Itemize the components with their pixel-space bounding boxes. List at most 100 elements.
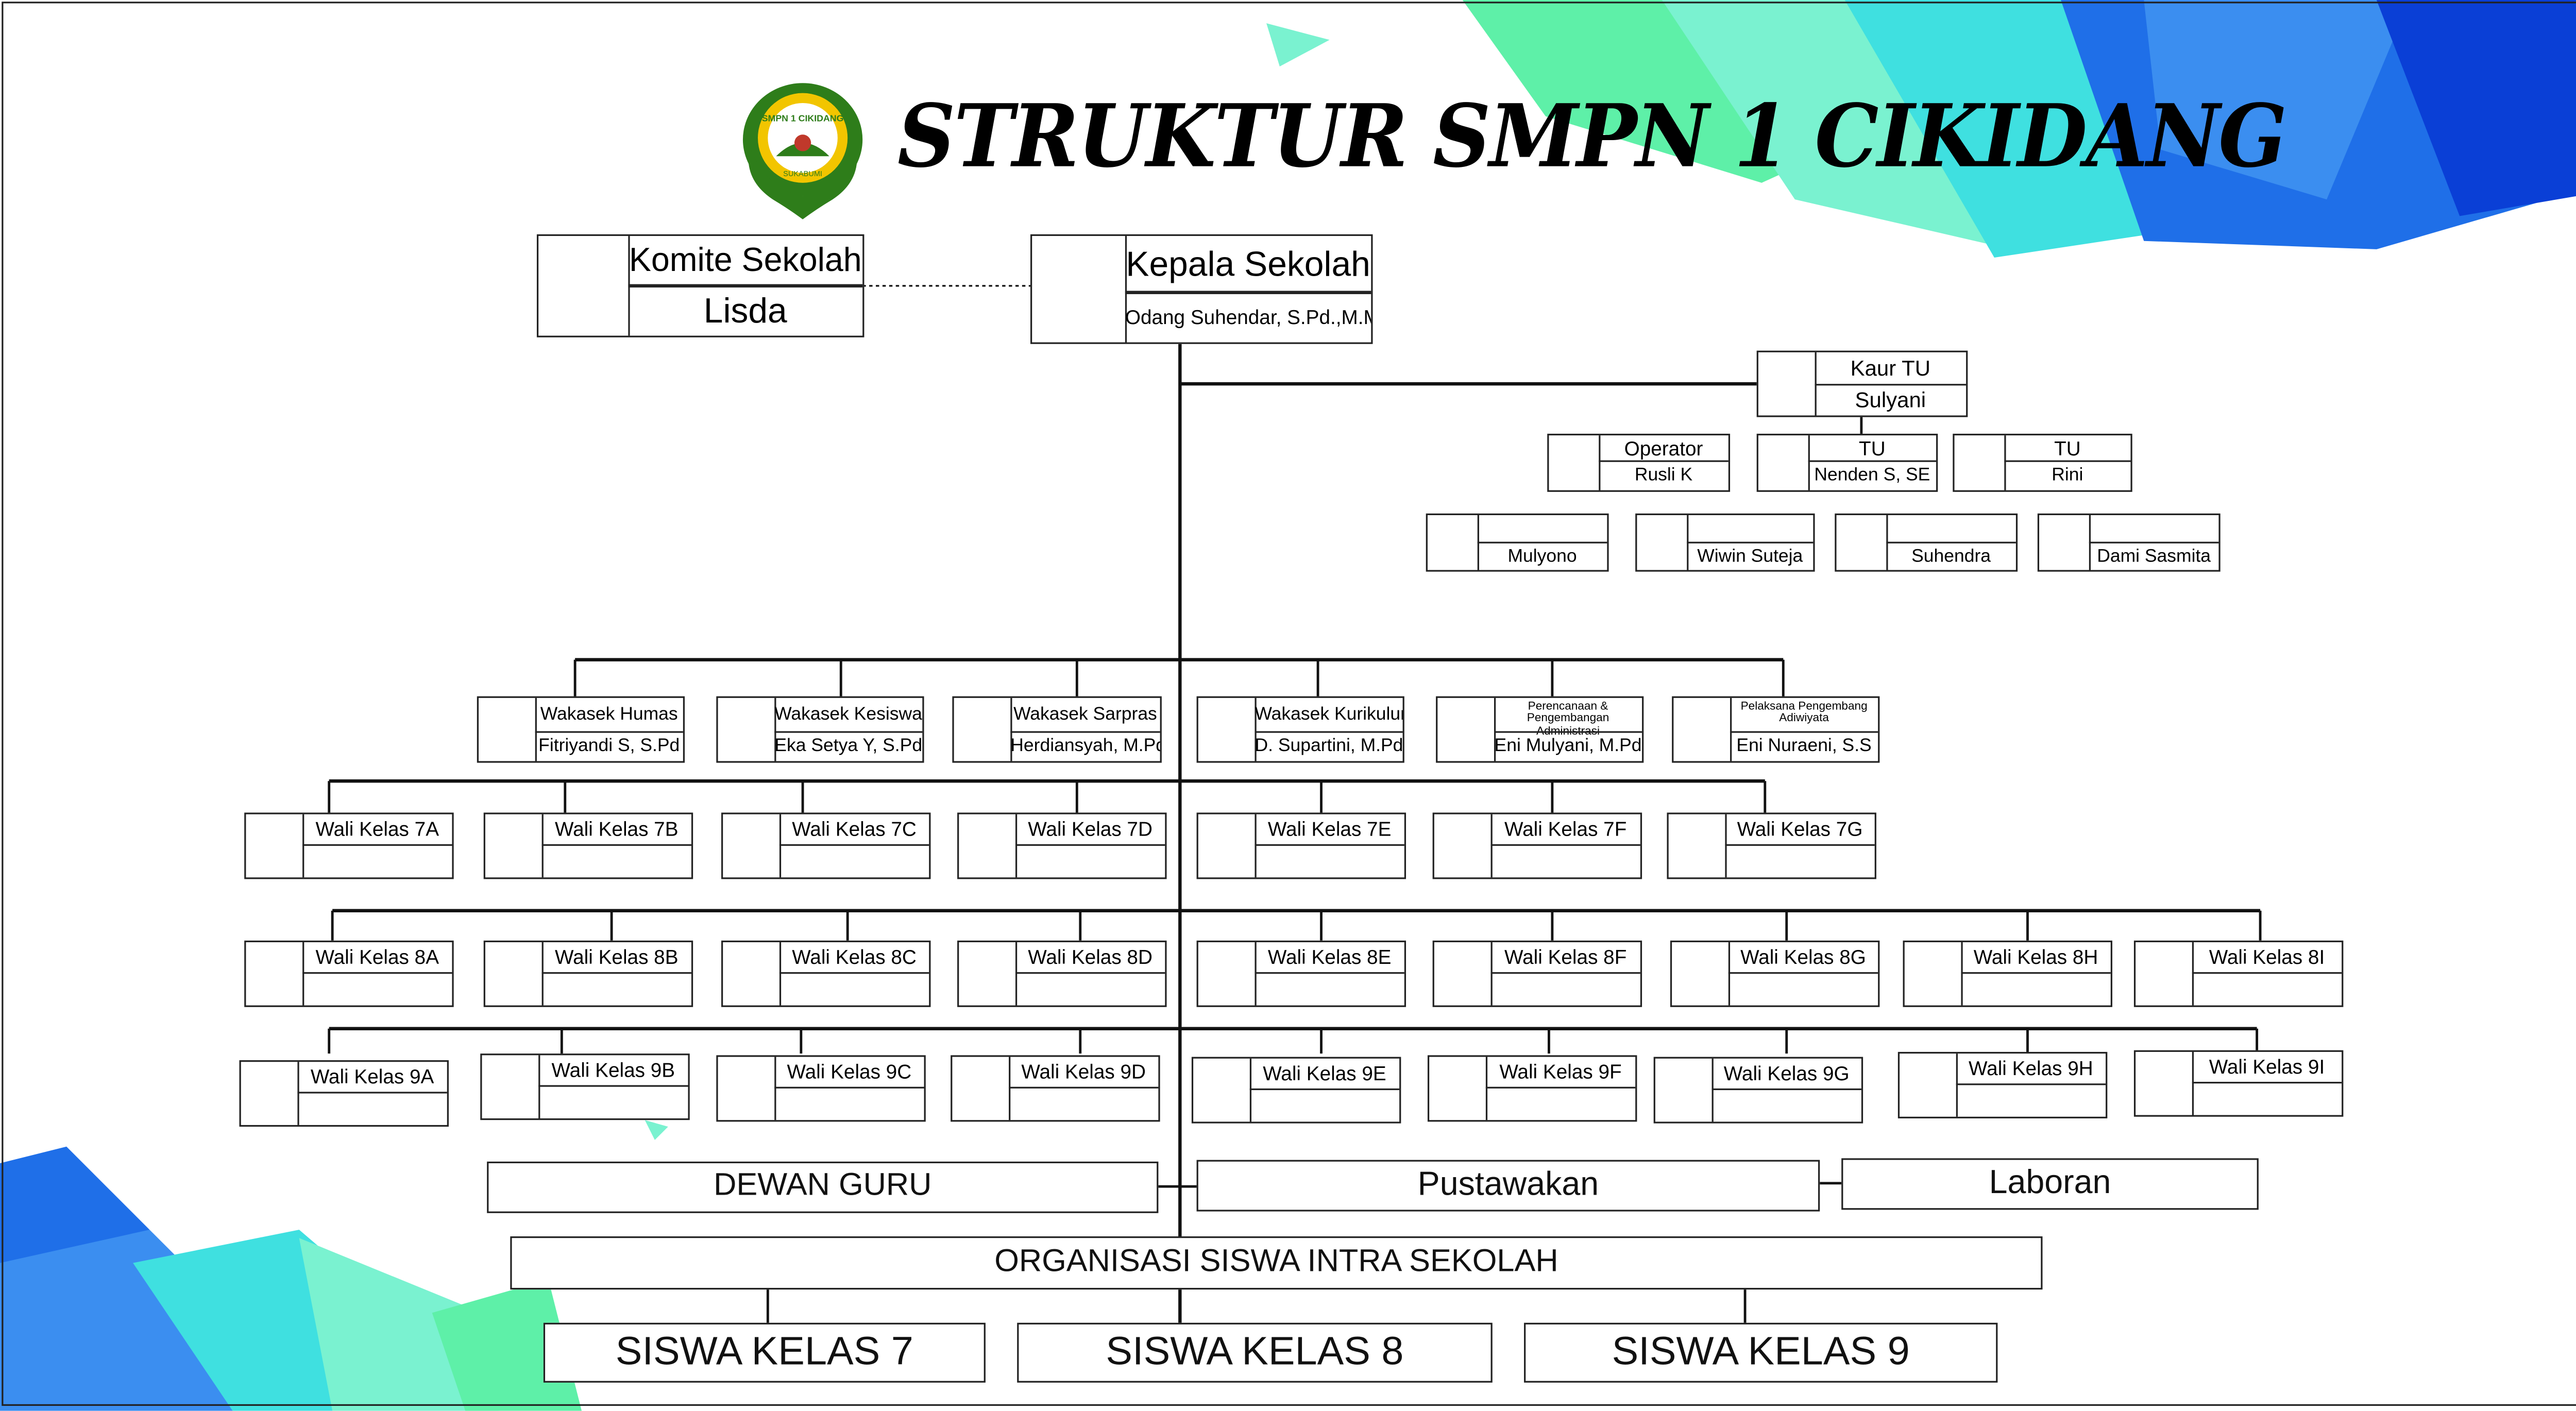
wali-kelas-9-box-name (1485, 1086, 1636, 1120)
wali-kelas-9-box-name (297, 1092, 447, 1125)
wali-kelas-8-box-name (1255, 972, 1404, 1006)
wali-kelas-9-box-role: Wali Kelas 9A (310, 1065, 434, 1089)
wali-kelas-9-box: Wali Kelas 9F (1427, 1055, 1637, 1122)
wali-kelas-7-box-role: Wali Kelas 7F (1504, 818, 1627, 841)
wali-kelas-7-box-name (779, 844, 929, 878)
wakasek-box-role: Wakasek Sarpras (1013, 704, 1157, 725)
wali-kelas-9-box-role: Wali Kelas 9D (1021, 1060, 1146, 1084)
photo-placeholder (1434, 942, 1493, 1006)
school-logo: SMPN 1 CIKIDANG SUKABUMI (742, 83, 863, 219)
wali-kelas-7-box-role: Wali Kelas 7G (1737, 818, 1863, 841)
wali-kelas-8-box-role: Wali Kelas 8G (1740, 945, 1866, 969)
wali-kelas-9-box-role: Wali Kelas 9G (1723, 1062, 1850, 1085)
support-staff-box: Mulyono (1426, 513, 1609, 572)
wali-kelas-9-box: Wali Kelas 9B (480, 1053, 690, 1120)
wali-kelas-9-box: Wali Kelas 9H (1897, 1051, 2108, 1118)
wali-kelas-8-box-role: Wali Kelas 8I (2209, 945, 2325, 969)
support-staff-box-name: Wiwin Suteja (1687, 541, 1814, 570)
photo-placeholder (1905, 942, 1963, 1006)
wali-kelas-7-box: Wali Kelas 7D (957, 812, 1167, 879)
wali-kelas-8-box-name (779, 972, 929, 1006)
photo-placeholder (959, 814, 1018, 878)
wali-kelas-7-box-role: Wali Kelas 7B (555, 818, 679, 841)
photo-placeholder (1900, 1053, 1958, 1117)
wali-kelas-8-box: Wali Kelas 8G (1670, 940, 1880, 1007)
wali-kelas-8-box-role: Wali Kelas 8A (315, 945, 439, 969)
wali-kelas-9-box-name (2192, 1081, 2342, 1115)
photo-placeholder (479, 698, 537, 761)
wakasek-box-name: Eka Setya Y, S.Pd (774, 731, 923, 761)
photo-placeholder (2136, 942, 2194, 1006)
wakasek-box-role: Wakasek Kurikulum (1255, 704, 1403, 725)
wali-kelas-8-box-name (302, 972, 452, 1006)
wali-kelas-8-box-role: Wali Kelas 8F (1504, 945, 1627, 969)
wali-kelas-9-box-role: Wali Kelas 9F (1499, 1060, 1622, 1084)
wali-kelas-7-box-role: Wali Kelas 7D (1028, 818, 1153, 841)
photo-placeholder (485, 942, 544, 1006)
photo-placeholder (1758, 435, 1810, 490)
wali-kelas-7-box-role: Wali Kelas 7A (315, 818, 439, 841)
support-staff-box: Wiwin Suteja (1635, 513, 1815, 572)
photo-placeholder (2039, 515, 2091, 570)
wali-kelas-8-box-name (1015, 972, 1165, 1006)
photo-placeholder (482, 1055, 540, 1118)
photo-placeholder (1837, 515, 1888, 570)
wali-kelas-8-box: Wali Kelas 8A (244, 940, 454, 1007)
wali-kelas-7-box-name (1725, 844, 1875, 878)
photo-placeholder (1673, 698, 1732, 761)
wali-kelas-9-box: Wali Kelas 9A (239, 1060, 449, 1127)
photo-placeholder (1032, 236, 1127, 343)
wali-kelas-8-box-role: Wali Kelas 8E (1267, 945, 1392, 969)
photo-placeholder (952, 1057, 1011, 1120)
komite-box-name: Lisda (628, 284, 863, 336)
wali-kelas-9-box: Wali Kelas 9E (1191, 1057, 1401, 1124)
wali-kelas-9-box-role: Wali Kelas 9E (1263, 1062, 1386, 1085)
photo-placeholder (1669, 814, 1727, 878)
wali-kelas-7-box: Wali Kelas 7F (1432, 812, 1642, 879)
wali-kelas-8-box-name (541, 972, 691, 1006)
photo-placeholder (1758, 352, 1817, 416)
photo-placeholder (1637, 515, 1689, 570)
wali-kelas-8-box-name (1490, 972, 1640, 1006)
photo-placeholder (1437, 698, 1496, 761)
photo-placeholder (241, 1062, 299, 1125)
wakasek-box: Wakasek KesiswaanEka Setya Y, S.Pd (716, 696, 924, 763)
wakasek-box-name: D. Supartini, M.Pd.I (1255, 731, 1403, 761)
wali-kelas-8-box-role: Wali Kelas 8H (1973, 945, 2098, 969)
photo-placeholder (1429, 1057, 1488, 1120)
chart-title: STRUKTUR SMPN 1 CIKIDANG (897, 86, 2287, 188)
photo-placeholder (538, 236, 630, 336)
photo-placeholder (718, 1057, 776, 1120)
wali-kelas-9-box-name (774, 1086, 924, 1120)
wali-kelas-7-box-role: Wali Kelas 7E (1267, 818, 1392, 841)
wali-kelas-8-box: Wali Kelas 8I (2133, 940, 2344, 1007)
komite-box-role: Komite Sekolah (629, 242, 862, 279)
wakasek-box-name: Eni Mulyani, M.Pd (1494, 731, 1642, 761)
wali-kelas-9-box-name (1711, 1088, 1861, 1122)
support-staff-box-name: Suhendra (1886, 541, 2016, 570)
wali-kelas-7-box: Wali Kelas 7C (721, 812, 931, 879)
wali-kelas-7-box: Wali Kelas 7A (244, 812, 454, 879)
deco-top-teal (1844, 0, 2161, 258)
siswa-kelas-box: SISWA KELAS 7 (543, 1322, 986, 1383)
photo-placeholder (959, 942, 1018, 1006)
kaur-tu-box-name: Sulyani (1815, 384, 1967, 415)
photo-placeholder (1193, 1058, 1252, 1122)
wali-kelas-8-box-name (1961, 972, 2111, 1006)
wali-kelas-9-box-role: Wali Kelas 9H (1969, 1057, 2093, 1080)
support-staff-box-role (1687, 515, 1813, 543)
wali-kelas-7-box-name (302, 844, 452, 878)
osis-box: ORGANISASI SISWA INTRA SEKOLAH (510, 1236, 2043, 1290)
support-staff-box-name: Mulyono (1477, 541, 1607, 570)
wali-kelas-9-box: Wali Kelas 9C (716, 1055, 926, 1122)
wali-kelas-8-box-role: Wali Kelas 8C (792, 945, 917, 969)
tu-staff-box-role: TU (2054, 437, 2081, 461)
wali-kelas-9-box: Wali Kelas 9I (2133, 1050, 2344, 1117)
